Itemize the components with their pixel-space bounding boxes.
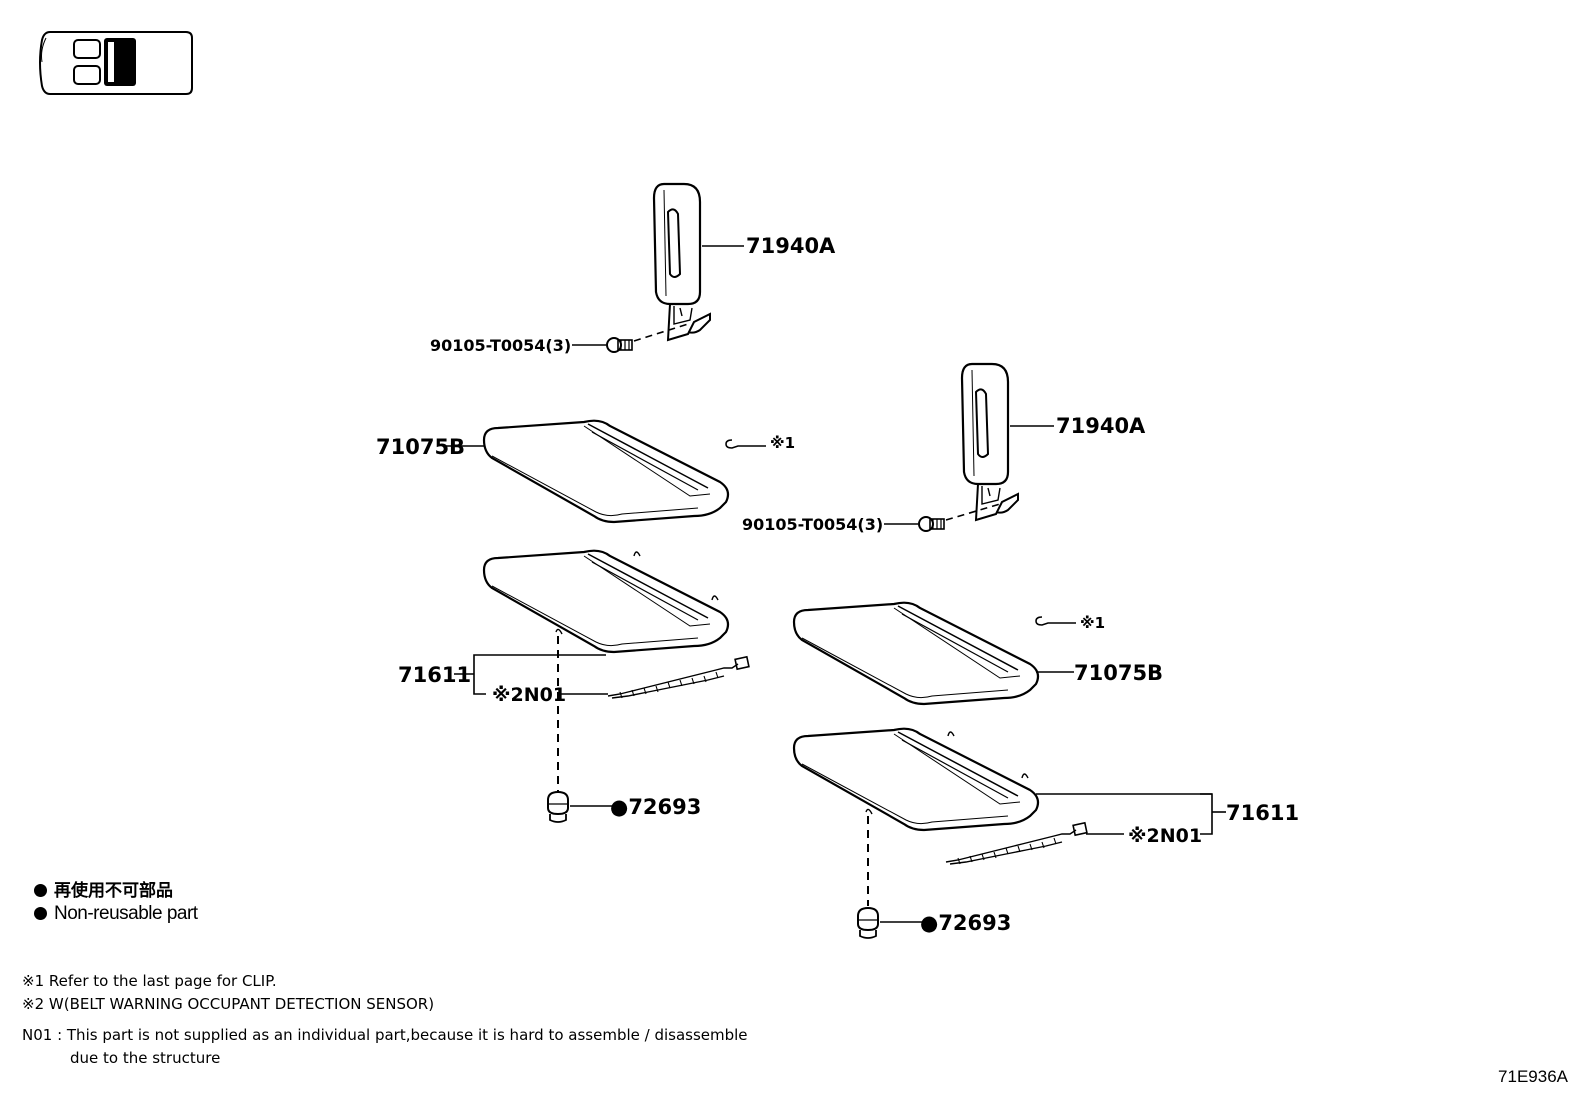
label-sensor-right: ※2N01 (1128, 825, 1202, 847)
note-n01: N01 : This part is not supplied as an in… (22, 1026, 748, 1044)
label-bolt-right: 90105-T0054(3) (742, 515, 883, 534)
label-clip-right: ※1 (1080, 614, 1105, 632)
bolt-left (606, 337, 633, 353)
label-71940A-right: 71940A (1056, 414, 1146, 438)
legend-en: Non-reusable part (54, 903, 198, 924)
label-71940A-left: 71940A (746, 234, 836, 258)
bullet-dot-icon (34, 907, 47, 920)
note-n01-cont: due to the structure (70, 1049, 221, 1067)
label-bolt-left: 90105-T0054(3) (430, 336, 571, 355)
label-clip-left: ※1 (770, 434, 795, 452)
legend-non-reusable: 再使用不可部品 Non-reusable part (34, 880, 198, 926)
occupant-sensor-right (945, 822, 1088, 865)
seat-cushion-right (792, 727, 1040, 832)
seat-cushion-left (482, 549, 730, 654)
seat-back-left (482, 419, 730, 524)
headrest-right (960, 362, 1020, 522)
clip-left-icon (725, 439, 766, 449)
label-71075B-left: 71075B (376, 435, 465, 459)
label-71611-left: 71611 (398, 663, 471, 687)
fastener-right (857, 907, 879, 939)
fastener-left (547, 791, 569, 823)
legend-jp: 再使用不可部品 (54, 881, 173, 900)
bullet-dot-icon (34, 884, 47, 897)
note-clip: ※1 Refer to the last page for CLIP. (22, 972, 277, 990)
diagram-code: 71E936A (1498, 1067, 1568, 1086)
label-sensor-left: ※2N01 (492, 684, 566, 706)
label-72693-left: ●72693 (610, 795, 701, 819)
label-71075B-right: 71075B (1074, 661, 1163, 685)
seat-back-right (792, 601, 1040, 706)
bolt-right (918, 516, 945, 532)
occupant-sensor-left (607, 656, 750, 699)
clip-right-icon (1035, 616, 1076, 626)
vehicle-seat-location-icon (39, 31, 193, 95)
label-72693-right: ●72693 (920, 911, 1011, 935)
note-sensor: ※2 W(BELT WARNING OCCUPANT DETECTION SEN… (22, 995, 435, 1013)
label-71611-right: 71611 (1226, 801, 1299, 825)
headrest-left (652, 182, 712, 342)
